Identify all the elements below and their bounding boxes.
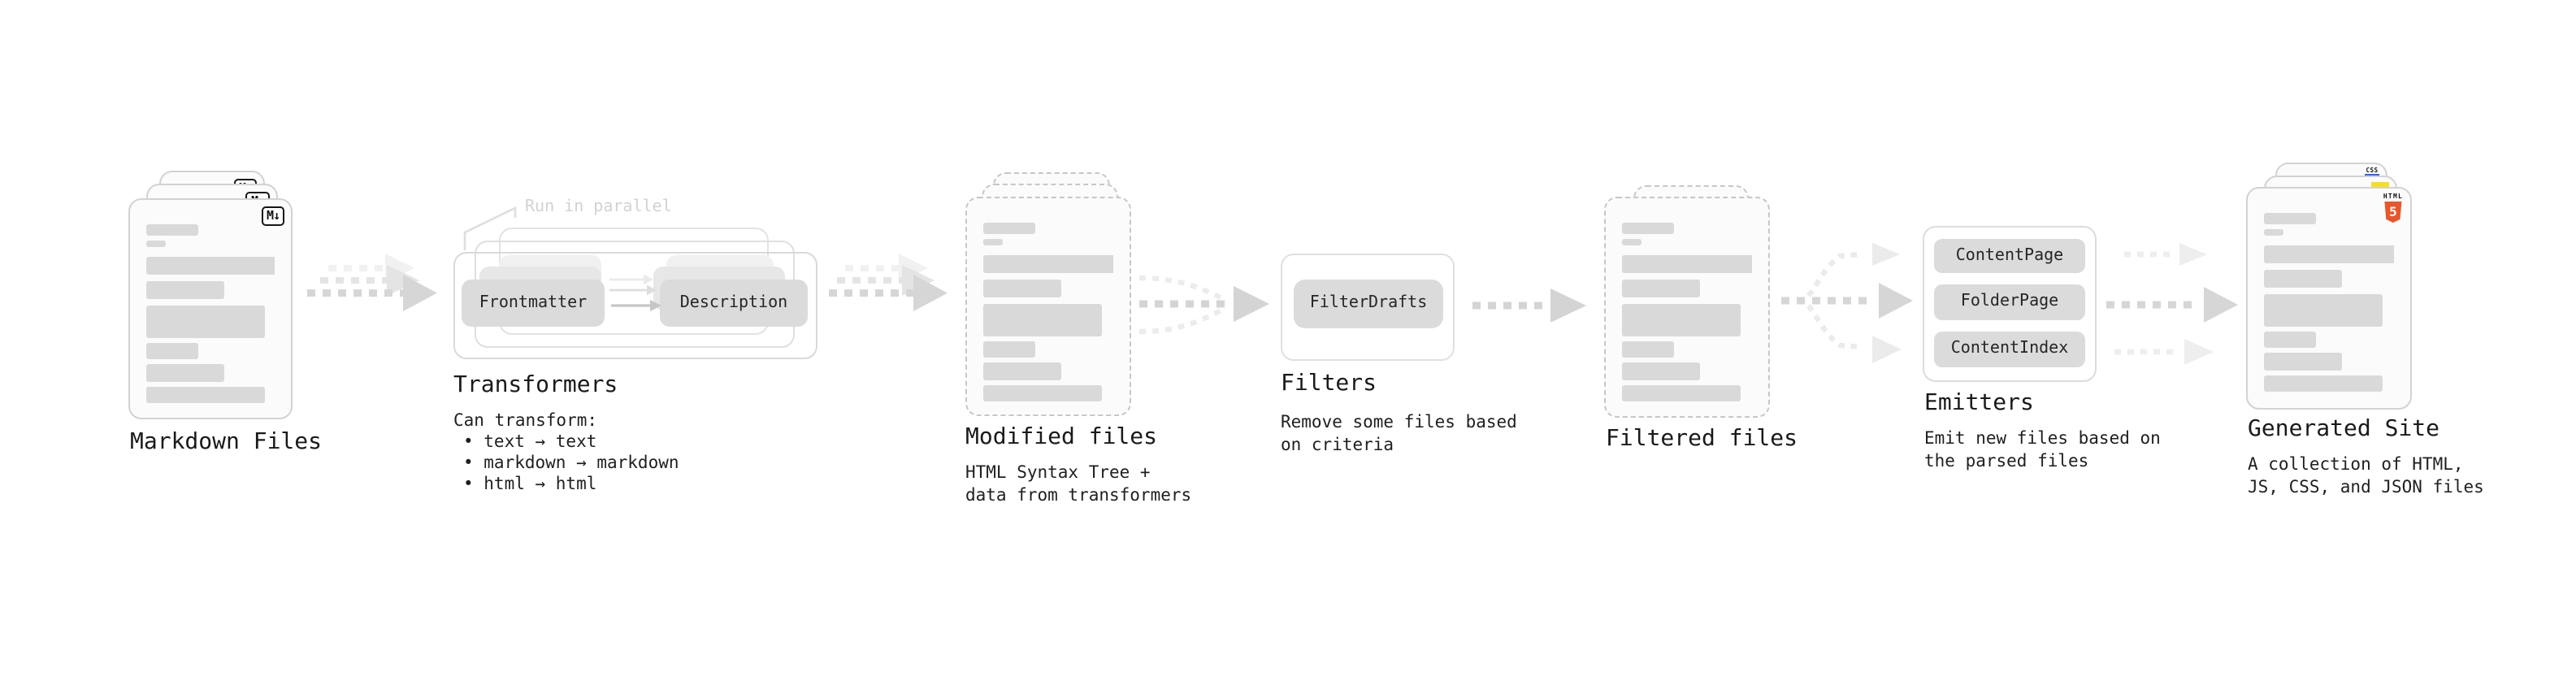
note-bullet: • markdown → markdown	[463, 453, 679, 473]
skeleton-line	[1622, 223, 1674, 234]
skeleton-line	[2264, 332, 2316, 348]
parallel-connector-line	[463, 206, 517, 250]
parallel-label: Run in parallel	[525, 198, 672, 216]
transformers-frame-front	[453, 252, 817, 359]
markdown-file-card-front: M↓	[128, 198, 293, 419]
transformers-note: Can transform: • text → text • markdown …	[453, 411, 679, 496]
contentindex-chip: ContentIndex	[1934, 331, 2085, 367]
filterdrafts-chip: FilterDrafts	[1294, 279, 1443, 328]
skeleton-line	[1622, 255, 1752, 273]
skeleton-line	[1622, 341, 1674, 358]
stage-title-transformers: Transformers	[453, 371, 618, 397]
skeleton-line	[2264, 213, 2316, 224]
skeleton-line	[1622, 239, 1641, 245]
skeleton-line	[146, 281, 224, 299]
file-skeleton	[983, 198, 1113, 414]
stage-title-emitters: Emitters	[1924, 389, 2034, 415]
note-bullet: • html → html	[463, 475, 597, 494]
stage-title-generated-site: Generated Site	[2248, 415, 2440, 441]
skeleton-line	[983, 341, 1035, 358]
skeleton-line	[146, 387, 265, 403]
stage-title-modified-files: Modified files	[965, 423, 1158, 449]
skeleton-line	[2264, 294, 2383, 327]
skeleton-line	[146, 224, 198, 236]
skeleton-line	[146, 257, 275, 275]
skeleton-line	[983, 239, 1003, 245]
skeleton-line	[983, 304, 1102, 336]
arrow-transformers-to-modified	[829, 254, 948, 311]
note-title: Can transform:	[453, 411, 598, 431]
skeleton-line	[146, 306, 265, 338]
skeleton-line	[983, 223, 1035, 234]
chip-arrows	[609, 274, 661, 311]
note-bullet: • text → text	[463, 432, 597, 452]
skeleton-line	[2264, 245, 2394, 263]
skeleton-line	[2264, 229, 2283, 236]
emitters-description: Emit new files based on the parsed files	[1924, 429, 2161, 471]
stage-title-filters: Filters	[1281, 370, 1377, 396]
skeleton-line	[146, 343, 198, 359]
skeleton-line	[983, 385, 1102, 401]
file-skeleton	[1622, 198, 1752, 416]
skeleton-line	[2264, 353, 2342, 371]
skeleton-line	[2264, 270, 2342, 288]
skeleton-line	[1622, 385, 1741, 401]
skeleton-line	[2264, 375, 2383, 392]
skeleton-line	[146, 241, 166, 247]
arrow-markdown-to-transformers	[307, 254, 437, 311]
skeleton-line	[146, 364, 224, 382]
skeleton-line	[1622, 304, 1741, 336]
stage-title-markdown-files: Markdown Files	[130, 428, 323, 454]
arrow-filtered-to-emitters-fanout	[1781, 243, 1913, 363]
filters-description: Remove some files based on criteria	[1281, 413, 1517, 454]
arrows-emitters-to-generated	[2106, 243, 2238, 365]
arrow-filters-to-filtered	[1472, 288, 1586, 323]
arrow-modified-to-filters-merge	[1138, 275, 1269, 335]
skeleton-line	[983, 280, 1061, 297]
description-chip: Description	[660, 280, 808, 327]
html5-icon: HTML 5	[2383, 193, 2403, 223]
skeleton-line	[983, 255, 1113, 273]
skeleton-line	[1622, 280, 1700, 297]
skeleton-line	[1622, 362, 1700, 380]
contentpage-chip: ContentPage	[1934, 238, 2085, 273]
file-skeleton	[2264, 189, 2394, 408]
skeleton-line	[983, 362, 1061, 380]
modified-files-description: HTML Syntax Tree + data from transformer…	[965, 463, 1192, 505]
markdown-icon: M↓	[261, 206, 284, 225]
generated-site-description: A collection of HTML, JS, CSS, and JSON …	[2248, 455, 2484, 497]
javascript-icon	[2371, 181, 2389, 189]
modified-file-card-front	[965, 197, 1131, 416]
file-skeleton	[146, 200, 275, 418]
generated-html-card: HTML 5	[2246, 187, 2412, 410]
frontmatter-chip: Frontmatter	[462, 280, 605, 327]
stage-title-filtered-files: Filtered files	[1606, 425, 1798, 451]
filtered-file-card-front	[1604, 197, 1770, 418]
folderpage-chip: FolderPage	[1934, 284, 2085, 319]
